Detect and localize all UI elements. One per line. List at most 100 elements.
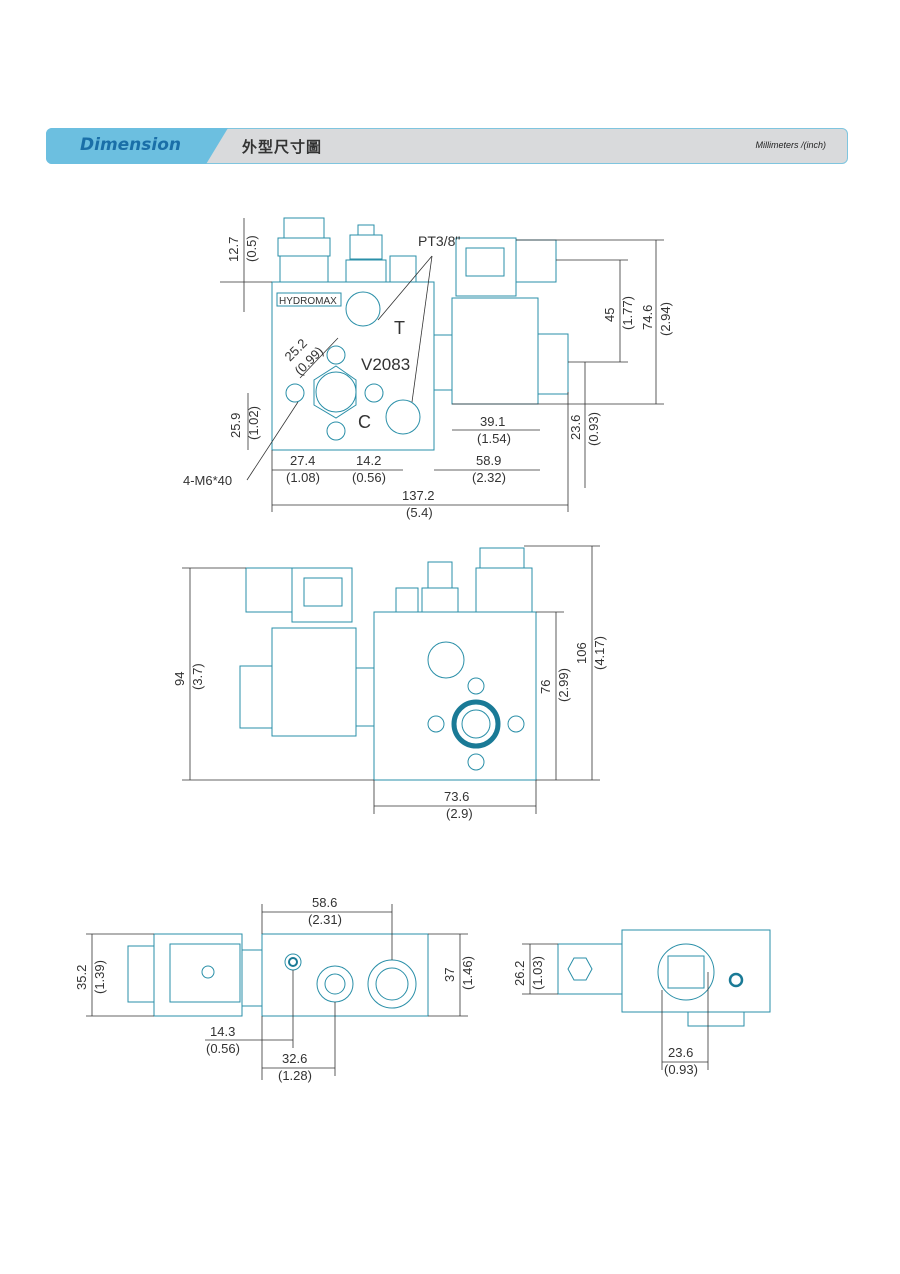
dim-14-2-in: (0.56) — [352, 470, 386, 485]
dim-25-9-in: (1.02) — [246, 406, 261, 440]
section-title: Dimension — [80, 135, 182, 155]
fitting-large-base — [279, 255, 329, 283]
port-t — [345, 291, 381, 327]
end-port — [657, 943, 715, 1001]
dim-45: 45 — [602, 308, 617, 322]
dim-27-4: 27.4 — [290, 453, 315, 468]
dim-94: 94 — [172, 672, 187, 686]
bolt-hole-top — [326, 345, 346, 365]
dim-25-9: 25.9 — [228, 413, 243, 438]
bolt-hole-left — [285, 383, 305, 403]
fitting-small-base — [345, 259, 387, 283]
dim-26-2-in: (1.03) — [530, 956, 545, 990]
side-fitting-small — [427, 561, 453, 589]
side-fitting-base — [475, 567, 533, 613]
connector-gland — [515, 239, 557, 283]
header-tab — [46, 128, 228, 164]
end-port-nut — [667, 955, 705, 989]
thread-leader — [377, 255, 433, 321]
top-fitting-large-inner — [375, 967, 409, 1001]
dim-74-6-in: (2.94) — [658, 302, 673, 336]
end-coil-nut — [557, 943, 623, 995]
top-fitting-large — [367, 959, 417, 1009]
port-t-label: T — [394, 318, 405, 338]
top-fitting-small-inner — [324, 973, 346, 995]
dim-45-in: (1.77) — [620, 296, 635, 330]
dim-23-6: 23.6 — [568, 415, 583, 440]
dim-76: 76 — [538, 680, 553, 694]
dim-74-6: 74.6 — [640, 305, 655, 330]
dim-106: 106 — [574, 642, 589, 664]
brand-plate — [276, 292, 342, 307]
bolt-label: 4-M6*40 — [183, 473, 232, 488]
dim-37: 37 — [442, 968, 457, 982]
side-port-large — [427, 641, 465, 679]
fitting-small-top — [357, 224, 375, 236]
view-top: 58.6 (2.31) 35.2 (1.39) 37 (1.46) 14.3 (… — [74, 895, 475, 1083]
side-connector-gland — [245, 567, 293, 613]
dim-58-9-in: (2.32) — [472, 470, 506, 485]
top-hole-small-seal — [288, 957, 298, 967]
brand-label: HYDROMAX — [279, 296, 337, 307]
dim-23-6b: 23.6 — [668, 1045, 693, 1060]
end-fitting — [687, 1011, 745, 1027]
dim-14-3: 14.3 — [210, 1024, 235, 1039]
dim-26-2: 26.2 — [512, 961, 527, 986]
dim-32-6-in: (1.28) — [278, 1068, 312, 1083]
view-front: HYDROMAX T V2083 C 12.7 (0.5) 25.2 — [183, 217, 673, 520]
side-port-seal — [451, 699, 501, 749]
end-hex — [567, 957, 593, 981]
dim-27-4-in: (1.08) — [286, 470, 320, 485]
dim-23-6-in: (0.93) — [586, 412, 601, 446]
view-side: 94 (3.7) 76 (2.99) 106 (4.17) 73.6 (2.9) — [172, 545, 607, 821]
fitting-plug — [389, 255, 417, 283]
top-block — [261, 933, 429, 1017]
solenoid-coil — [451, 297, 539, 405]
side-coil-nut — [239, 665, 273, 729]
dim-line — [299, 337, 339, 379]
side-fitting-top — [479, 547, 525, 569]
top-coil — [153, 933, 243, 1017]
side-bolt-right — [507, 715, 525, 733]
dim-35-2-in: (1.39) — [92, 960, 107, 994]
top-hole-small — [284, 953, 302, 971]
dim-35-2: 35.2 — [74, 965, 89, 990]
port-c — [385, 399, 421, 435]
units-label: Millimeters /(inch) — [755, 140, 826, 150]
side-plug — [395, 587, 419, 613]
coil-nut — [537, 333, 569, 395]
thread-label: PT3/8" — [418, 233, 460, 249]
dim-12-7: 12.7 — [226, 237, 241, 262]
dim-58-6-in: (2.31) — [308, 912, 342, 927]
top-fitting-small — [316, 965, 354, 1003]
dim-106-in: (4.17) — [592, 636, 607, 670]
dim-39-1: 39.1 — [480, 414, 505, 429]
dim-12-7-in: (0.5) — [244, 235, 259, 262]
dim-94-in: (3.7) — [190, 663, 205, 690]
side-port-inner — [461, 709, 491, 739]
section-header: Dimension 外型尺寸圖 Millimeters /(inch) — [46, 128, 848, 164]
section-title-cn: 外型尺寸圖 — [242, 138, 323, 156]
bolt-hole-bottom — [326, 421, 346, 441]
top-connector — [169, 943, 241, 1003]
side-bolt-bottom — [467, 753, 485, 771]
connector-window — [465, 247, 505, 277]
side-fitting-small-base — [421, 587, 459, 613]
end-hole — [728, 972, 744, 988]
dim-58-6: 58.6 — [312, 895, 337, 910]
side-adapter — [355, 667, 375, 727]
valve-block-side — [373, 611, 537, 781]
side-coil — [271, 627, 357, 737]
fitting-large-nut — [277, 237, 331, 257]
thread-leader — [411, 255, 433, 403]
top-adapter — [241, 949, 263, 1007]
end-block — [621, 929, 771, 1013]
port-c-label: C — [358, 412, 371, 432]
dim-32-6: 32.6 — [282, 1051, 307, 1066]
bolt-hole-right — [364, 383, 384, 403]
dim-137-2-in: (5.4) — [406, 505, 433, 520]
dim-23-6b-in: (0.93) — [664, 1062, 698, 1077]
dim-37-in: (1.46) — [460, 956, 475, 990]
side-connector — [291, 567, 353, 623]
view-end: 26.2 (1.03) 23.6 (0.93) — [512, 929, 771, 1077]
